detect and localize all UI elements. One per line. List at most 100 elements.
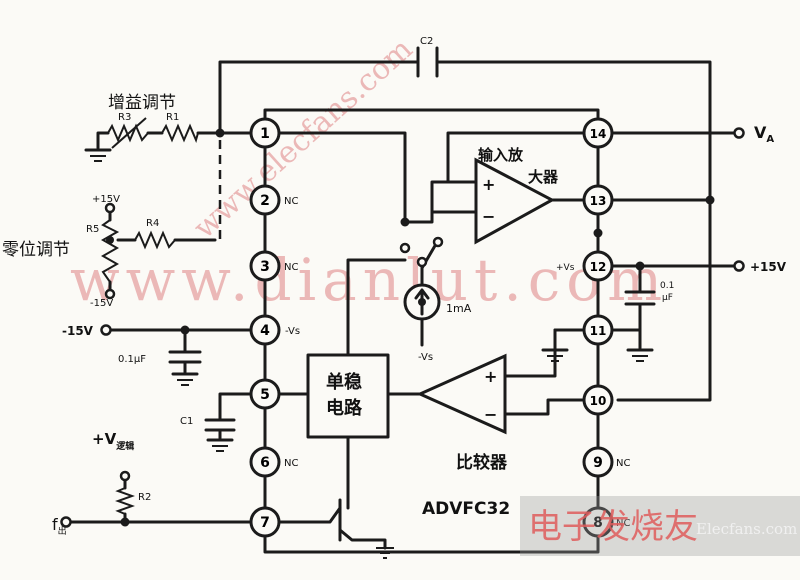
offset-adjust-label: 零位调节	[2, 240, 70, 260]
pin-2: 2	[249, 184, 281, 216]
input-amplifier	[474, 157, 556, 245]
ground-c1	[206, 438, 234, 452]
c2-label: C2	[420, 36, 433, 47]
pin-5: 5	[249, 378, 281, 410]
r1-resistor	[161, 123, 199, 143]
r3-resistor	[107, 123, 149, 143]
c1-label: C1	[180, 416, 193, 427]
opamp-plus: +	[482, 175, 495, 194]
offset-minus15-label: -15V	[90, 298, 113, 309]
nc-pin8: NC	[616, 518, 630, 529]
minus-vs-source-label: -Vs	[418, 352, 433, 363]
nc-pin2: NC	[284, 196, 298, 207]
current-source-label: 1mA	[446, 302, 472, 315]
dashed-link	[180, 140, 222, 242]
pin-number: 3	[260, 259, 270, 275]
pin-11: 11	[582, 314, 614, 346]
brand-watermark-en: Elecfans.com	[696, 520, 797, 538]
pin-number: 4	[260, 323, 270, 339]
pin-number: 13	[590, 194, 607, 208]
minus15-in-label: -15V	[62, 324, 94, 338]
pin-number: 5	[260, 387, 270, 403]
vs-pin12-label: +Vs	[556, 263, 575, 273]
cap-0-1uf-label: 0.1μF	[118, 354, 146, 365]
minus-vs-pin4-label: -Vs	[285, 326, 300, 337]
ground-pin11	[541, 348, 569, 362]
pin-1: 1	[249, 117, 281, 149]
r5-potentiometer	[100, 219, 120, 283]
r4-resistor	[134, 230, 176, 250]
brand-watermark: 电子发烧友 Elecfans.com	[520, 496, 800, 556]
fout-label: f出	[52, 515, 67, 537]
pin-14: 14	[582, 117, 614, 149]
pin-12: 12	[582, 250, 614, 282]
labels: 增益调节 零位调节 输入放 大器 单稳 电路 比较器 ADVFC32 1mA C…	[2, 36, 787, 537]
pin-10: 10	[582, 384, 614, 416]
pin-circle	[582, 117, 614, 149]
gain-adjust-label: 增益调节	[108, 93, 176, 113]
pin-9: 9	[582, 446, 614, 478]
pin-13: 13	[582, 184, 614, 216]
one-shot-label-2: 电路	[326, 397, 363, 419]
pin-circle	[249, 184, 281, 216]
comparator-label: 比较器	[456, 452, 508, 473]
offset-plus15-label: +15V	[92, 194, 120, 205]
nc-pin9: NC	[616, 458, 630, 469]
pin-circle	[582, 184, 614, 216]
chip-name: ADVFC32	[422, 499, 510, 519]
pin-4: 4	[249, 314, 281, 346]
pin-circle	[249, 506, 281, 538]
plus15-out-label: +15V	[750, 260, 787, 274]
pin-number: 14	[590, 127, 607, 141]
pin-7: 7	[249, 506, 281, 538]
pin-circle	[582, 314, 614, 346]
input-amp-label-2: 大器	[528, 168, 559, 186]
comparator-plus: +	[484, 367, 497, 386]
pin-6: 6	[249, 446, 281, 478]
r4-label: R4	[146, 218, 159, 229]
watermark-url-middle: www.dianlut.com	[70, 246, 668, 314]
r1-label: R1	[166, 112, 179, 123]
pin-number: 1	[260, 126, 270, 142]
nc-pin6: NC	[284, 458, 298, 469]
ground-r3	[84, 148, 112, 162]
pin-number: 10	[590, 394, 607, 408]
opamp-minus: −	[482, 207, 495, 226]
right-cap-label-1: 0.1	[660, 281, 674, 291]
ground-c-pin4	[171, 372, 199, 386]
pin-number: 11	[590, 324, 607, 338]
pin-number: 2	[260, 193, 270, 209]
input-amp-label-1: 输入放	[478, 146, 524, 164]
r2-resistor	[115, 487, 135, 515]
pin-circle	[582, 446, 614, 478]
watermark-url-diagonal: www.elecfans.com	[187, 32, 420, 246]
pin-circle	[249, 117, 281, 149]
r2-label: R2	[138, 492, 151, 503]
resistors	[100, 117, 199, 515]
pin-3: 3	[249, 250, 281, 282]
terminals	[60, 127, 745, 528]
va-label: VA	[754, 123, 774, 145]
pin-circle	[249, 378, 281, 410]
comparator-minus: −	[484, 405, 497, 424]
r3-label: R3	[118, 112, 131, 123]
nc-pin3: NC	[284, 262, 298, 273]
pin-number: 9	[593, 455, 603, 471]
pin-circle	[582, 250, 614, 282]
comparator	[416, 353, 507, 435]
current-source-1ma	[403, 283, 441, 321]
right-cap-label-2: μF	[662, 293, 673, 303]
pin-8: 8	[582, 506, 614, 538]
pin-circle	[249, 314, 281, 346]
one-shot-label-1: 单稳	[326, 371, 362, 393]
r5-label: R5	[86, 224, 99, 235]
pin-circle	[249, 446, 281, 478]
pin-circle	[582, 506, 614, 538]
pin-circle	[582, 384, 614, 416]
pin-number: 12	[590, 260, 607, 274]
vlogic-label: +V逻辑	[92, 430, 134, 452]
junction-dots	[106, 128, 715, 527]
